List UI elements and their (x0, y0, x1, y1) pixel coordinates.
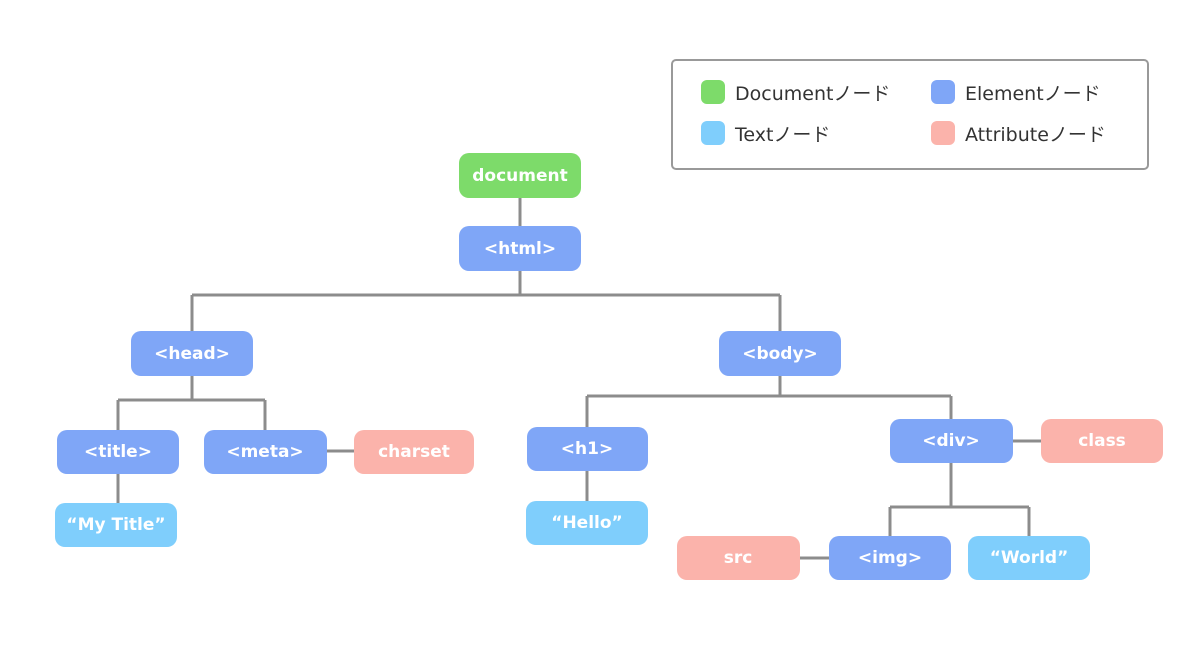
node-document-label: document (472, 166, 568, 186)
legend-swatch-element (931, 80, 955, 104)
connectors (116, 198, 1041, 560)
node-world-label: “World” (990, 548, 1069, 568)
legend-swatch-text (701, 121, 725, 145)
legend-swatch-document (701, 80, 725, 104)
node-body: <body> (719, 331, 841, 376)
connector-body-children (585, 376, 953, 427)
legend-label-attribute: Attributeノード (965, 124, 1106, 146)
node-div-label: <div> (922, 431, 980, 451)
connector-head-children (116, 376, 267, 430)
node-head-label: <head> (154, 344, 230, 364)
node-body-label: <body> (742, 344, 818, 364)
legend: Documentノード Elementノード Textノード Attribute… (671, 59, 1149, 170)
node-class-attribute: class (1041, 419, 1163, 463)
node-src-attribute: src (677, 536, 800, 580)
node-charset-attribute: charset (354, 430, 474, 474)
legend-label-text: Textノード (734, 124, 830, 146)
legend-box (671, 59, 1149, 170)
connector-div-children (888, 463, 1031, 536)
node-h1-label: <h1> (561, 439, 613, 459)
node-my-title-label: “My Title” (66, 515, 165, 535)
legend-label-document: Documentノード (735, 83, 890, 105)
node-hello-text: “Hello” (526, 501, 648, 545)
legend-swatch-attribute (931, 121, 955, 145)
node-h1: <h1> (527, 427, 648, 471)
node-img: <img> (829, 536, 951, 580)
node-hello-label: “Hello” (551, 513, 622, 533)
node-img-label: <img> (858, 548, 922, 568)
legend-label-element: Elementノード (965, 83, 1101, 105)
node-my-title-text: “My Title” (55, 503, 177, 547)
node-document: document (459, 153, 581, 198)
node-world-text: “World” (968, 536, 1090, 580)
node-html: <html> (459, 226, 581, 271)
node-head: <head> (131, 331, 253, 376)
connector-html-children (190, 271, 782, 331)
node-class-label: class (1078, 431, 1126, 451)
node-div: <div> (890, 419, 1013, 463)
node-meta-label: <meta> (226, 442, 303, 462)
node-meta: <meta> (204, 430, 327, 474)
node-title: <title> (57, 430, 179, 474)
node-title-label: <title> (84, 442, 152, 462)
node-src-label: src (724, 548, 753, 568)
node-html-label: <html> (484, 239, 556, 259)
node-charset-label: charset (378, 442, 450, 462)
